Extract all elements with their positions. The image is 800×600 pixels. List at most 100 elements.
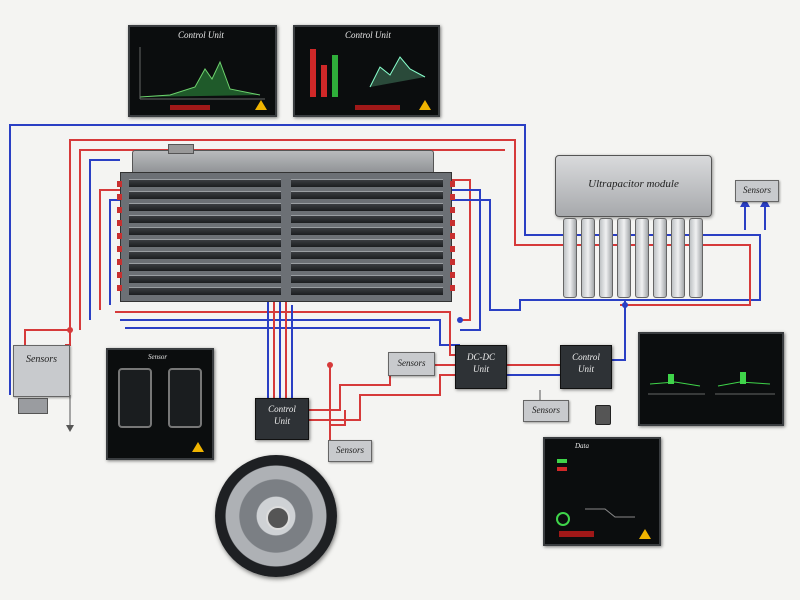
battery-terminal xyxy=(117,220,122,226)
sensors-middle-label: Sensors xyxy=(397,358,426,368)
battery-cell-slat xyxy=(291,239,443,247)
battery-terminal xyxy=(117,181,122,187)
wire-red-outer xyxy=(24,139,751,395)
battery-cell-slat xyxy=(129,239,281,247)
dcdc-unit: DC-DC Unit xyxy=(455,345,507,389)
battery-terminal xyxy=(450,233,455,239)
ultracapacitor-cell xyxy=(689,218,703,298)
dcdc-unit-label: DC-DC Unit xyxy=(466,352,495,374)
ultracapacitor-cell xyxy=(617,218,631,298)
battery-cell-slat xyxy=(129,287,281,295)
battery-cell-slat xyxy=(129,191,281,199)
battery-cell-slat xyxy=(129,179,281,187)
battery-terminal xyxy=(117,246,122,252)
battery-terminal xyxy=(450,194,455,200)
sensors-bottom: Sensors xyxy=(328,440,372,462)
screen-left-panel-title: Sensor xyxy=(148,353,168,361)
screen-right-panel-graph xyxy=(648,372,775,395)
wire-cu-uc xyxy=(610,300,626,361)
sensors-lower-middle: Sensors xyxy=(523,400,569,422)
screen-top-right-title: Control Unit xyxy=(345,30,391,40)
battery-terminal xyxy=(117,194,122,200)
battery-cell-slat xyxy=(129,203,281,211)
wheel-hub xyxy=(266,506,290,530)
battery-cell-slat xyxy=(291,203,443,211)
sensors-bottom-label: Sensors xyxy=(335,445,364,455)
control-unit-left-label: Control Unit xyxy=(268,404,296,426)
sensors-lower-middle-label: Sensors xyxy=(531,405,560,415)
warning-icon xyxy=(255,100,267,110)
sensors-middle: Sensors xyxy=(388,352,435,376)
battery-terminal xyxy=(450,181,455,187)
gauge-right xyxy=(168,368,202,428)
battery-terminal xyxy=(450,285,455,291)
wheel xyxy=(215,455,337,577)
screen-bottom-panel-title: Data xyxy=(575,442,589,450)
screen-top-right-graph xyxy=(310,49,426,110)
battery-terminal xyxy=(450,246,455,252)
wire-bus-blue xyxy=(120,319,460,346)
battery-terminal xyxy=(450,220,455,226)
battery-terminal xyxy=(117,272,122,278)
sensors-left-label: Sensors xyxy=(25,354,58,365)
control-unit-left: Control Unit xyxy=(255,398,309,440)
screen-left-panel: Sensor xyxy=(106,348,214,460)
battery-cell-slat xyxy=(291,275,443,283)
battery-terminal xyxy=(117,285,122,291)
battery-cap xyxy=(168,144,194,154)
battery-body xyxy=(117,172,455,302)
ultracapacitor-cell xyxy=(581,218,595,298)
sensors-left: Sensors xyxy=(13,345,70,397)
battery-cell-slat xyxy=(291,251,443,259)
screen-bottom-panel: Data xyxy=(543,437,661,546)
battery-terminal xyxy=(117,207,122,213)
battery-cell-slat xyxy=(291,227,443,235)
wire-red-right xyxy=(450,179,471,321)
wire-cu-dcdc-red2 xyxy=(308,374,455,421)
ultracapacitor-cell xyxy=(671,218,685,298)
battery-cell-slat xyxy=(129,251,281,259)
battery-terminal xyxy=(450,259,455,265)
wire-mid-blue xyxy=(330,410,346,426)
battery-cell-slat xyxy=(129,227,281,235)
battery-terminal xyxy=(450,207,455,213)
screen-right-panel xyxy=(638,332,784,426)
control-unit-right-label: Control Unit xyxy=(572,352,600,374)
ultracapacitor-label: Ultrapacitor module xyxy=(588,178,679,190)
left-sensor-connector xyxy=(18,398,48,414)
battery-cell-slat xyxy=(129,263,281,271)
warning-icon xyxy=(192,442,204,452)
sensors-top-right-label: Sensors xyxy=(742,185,771,195)
wire-blue-3 xyxy=(109,199,120,305)
ultracapacitor-cell xyxy=(635,218,649,298)
screen-bottom-panel-graph xyxy=(556,459,635,537)
battery-cell-slat xyxy=(129,215,281,223)
wire-blue-right xyxy=(450,189,481,331)
battery-terminal xyxy=(117,233,122,239)
wire-blue-right2 xyxy=(450,199,630,311)
ultracapacitor-module: Ultrapacitor module xyxy=(555,155,712,217)
gauge-left xyxy=(118,368,152,428)
screen-top-left-graph xyxy=(139,47,265,110)
ultracapacitor-cell xyxy=(599,218,613,298)
screen-top-left-title: Control Unit xyxy=(178,30,224,40)
screen-top-right: Control Unit xyxy=(293,25,440,117)
battery-cell-slat xyxy=(129,275,281,283)
warning-icon xyxy=(639,529,651,539)
battery-lid xyxy=(132,150,434,174)
battery-cell-slat xyxy=(291,287,443,295)
battery-cell-slat xyxy=(291,263,443,271)
battery-cell-slat xyxy=(291,191,443,199)
wire-blue-2 xyxy=(89,159,120,320)
ultracapacitor-cell xyxy=(563,218,577,298)
wire-blue-outer xyxy=(9,124,761,395)
battery-cell-slat xyxy=(291,179,443,187)
battery-pack xyxy=(117,144,455,302)
sensors-top-right: Sensors xyxy=(735,180,779,202)
battery-cell-slat xyxy=(291,215,443,223)
wire-red-3 xyxy=(99,189,120,310)
wire-mid-red xyxy=(329,365,360,446)
screen-top-left: Control Unit xyxy=(128,25,277,117)
